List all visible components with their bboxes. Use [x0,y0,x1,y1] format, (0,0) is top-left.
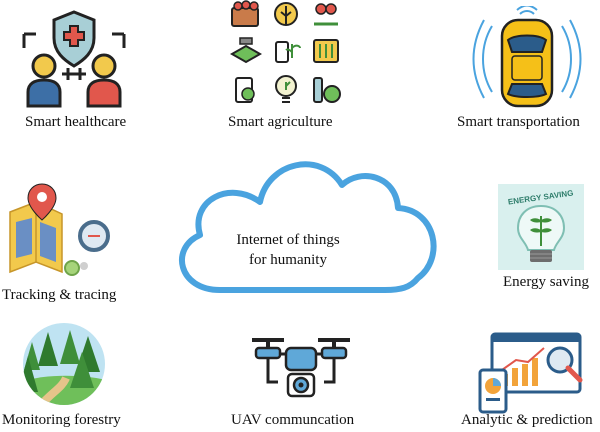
label-analytic-prediction: Analytic & prediction [461,412,593,428]
cloud-icon [179,161,437,293]
label-smart-transportation: Smart transportation [457,114,580,130]
cloud-text-line2: for humanity [249,252,327,268]
analytics-chart-icon [478,332,583,414]
doctors-shield-icon [22,10,126,108]
drone-icon [252,338,350,398]
label-smart-agriculture: Smart agriculture [228,114,333,130]
tracking-map-icon [9,183,110,276]
label-monitoring-forestry: Monitoring forestry [2,412,121,428]
cloud-text-line1: Internet of things [236,232,340,248]
connected-car-icon [472,6,582,108]
label-uav-communication: UAV communcation [231,412,355,428]
label-smart-healthcare: Smart healthcare [25,114,127,130]
energy-bulb-icon: ENERGY SAVING [498,184,584,270]
agriculture-grid-icon [229,0,341,103]
forest-icon [23,323,105,405]
label-energy-saving: Energy saving [503,274,589,290]
label-tracking-tracing: Tracking & tracing [2,287,117,303]
